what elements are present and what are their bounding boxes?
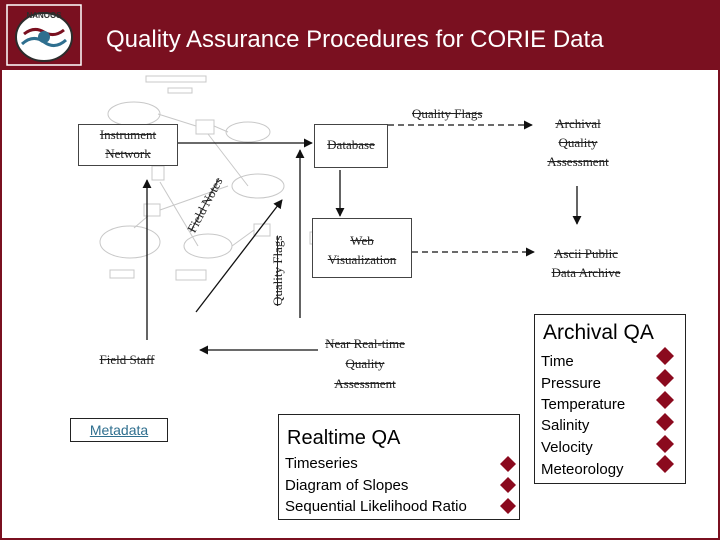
ascii-public-data-archive-label: Ascii Public Data Archive <box>551 246 621 280</box>
database-label: Database <box>327 137 375 152</box>
archival-qa-item: Meteorology <box>541 461 624 478</box>
near-realtime-quality-assessment-label: Near Real-time Quality Assessment <box>325 336 405 391</box>
archival-qa-item: Salinity <box>541 417 590 434</box>
realtime-qa-box: Realtime QA Timeseries Diagram of Slopes… <box>278 414 520 520</box>
diamond-icon <box>500 456 516 472</box>
diamond-icon <box>500 498 516 514</box>
archival-quality-assessment-label: Archival Quality Assessment <box>547 116 609 169</box>
realtime-qa-item: Timeseries <box>285 455 358 472</box>
web-visualization-node: Web Visualization <box>312 218 412 278</box>
web-visualization-label: Web Visualization <box>327 233 397 267</box>
near-realtime-quality-assessment-node: Near Real-time Quality Assessment <box>318 320 412 398</box>
quality-flags-vertical-label: Quality Flags <box>270 235 285 306</box>
archival-qa-heading: Archival QA <box>543 321 654 344</box>
diamond-icon <box>500 477 516 493</box>
diamond-icon <box>656 413 674 431</box>
archival-qa-item: Pressure <box>541 375 602 392</box>
archival-qa-item: Velocity <box>541 439 593 456</box>
diamond-icon <box>656 347 674 365</box>
diamond-icon <box>656 369 674 387</box>
quality-flags-label: Quality Flags <box>412 106 483 121</box>
diamond-icon <box>656 455 674 473</box>
network-sketch-background <box>99 75 318 281</box>
realtime-qa-diamonds <box>500 456 516 514</box>
slide-title: Quality Assurance Procedures for CORIE D… <box>106 26 604 53</box>
archival-qa-diamonds <box>656 347 674 473</box>
field-staff-label: Field Staff <box>99 352 155 367</box>
instrument-network-label: Instrument Network <box>99 127 157 161</box>
metadata-node[interactable]: Metadata <box>70 418 168 442</box>
logo-text: NANOOS <box>26 11 62 20</box>
realtime-qa-heading: Realtime QA <box>287 427 401 449</box>
archival-qa-box: Archival QA Time Pressure Temperature Sa… <box>534 314 686 484</box>
archival-qa-item: Time <box>541 353 574 370</box>
instrument-network-node: Instrument Network <box>78 124 178 166</box>
archival-qa-item: Temperature <box>541 396 626 413</box>
title-bar: NANOOS Quality Assurance Procedures for … <box>0 0 720 70</box>
database-node: Database <box>314 124 388 168</box>
realtime-qa-item: Diagram of Slopes <box>285 477 409 494</box>
realtime-qa-item: Sequential Likelihood Ratio <box>285 498 467 515</box>
metadata-link[interactable]: Metadata <box>89 422 149 438</box>
field-staff-node: Field Staff <box>72 342 182 380</box>
ascii-public-data-archive-node: Ascii Public Data Archive <box>536 226 636 286</box>
nanoos-logo: NANOOS <box>6 4 82 66</box>
diamond-icon <box>656 391 674 409</box>
diamond-icon <box>656 435 674 453</box>
arrow-field-notes <box>195 199 283 313</box>
archival-quality-assessment-node: Archival Quality Assessment <box>534 100 622 184</box>
